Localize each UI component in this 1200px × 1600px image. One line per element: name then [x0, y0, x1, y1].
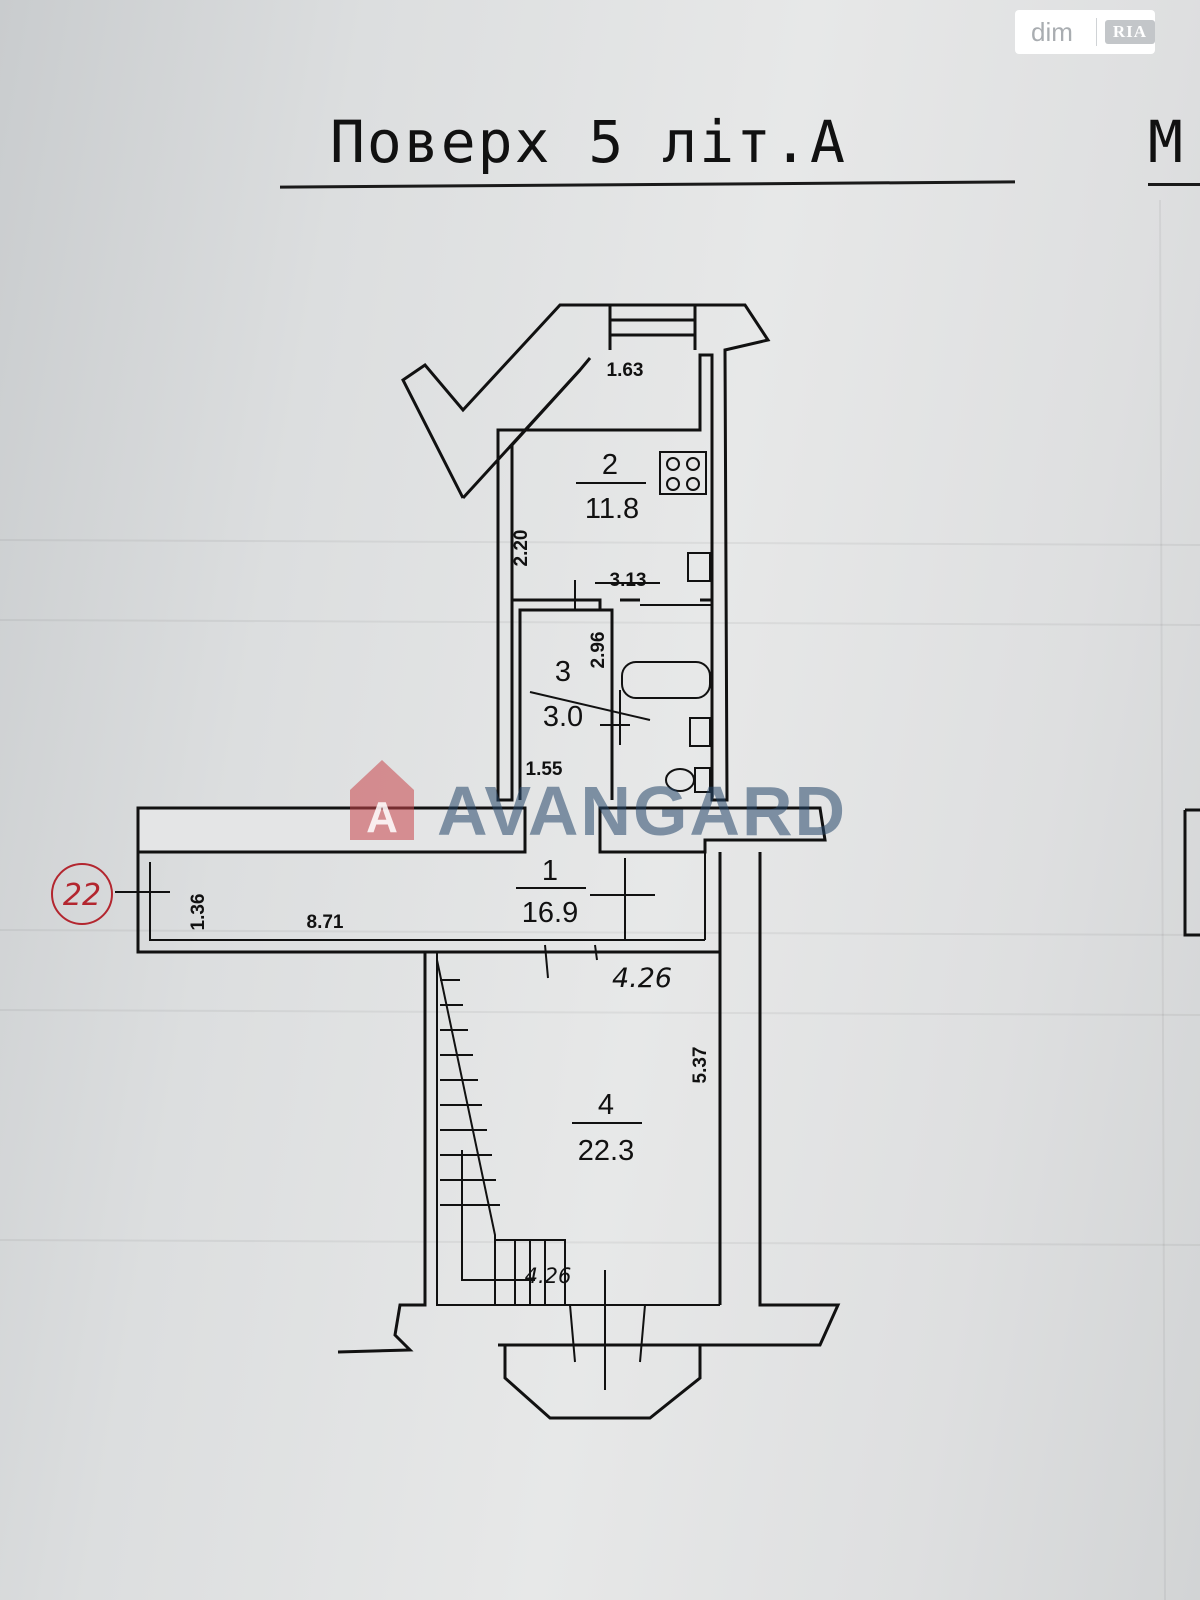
dimension-label: 2.96 — [588, 632, 609, 669]
dimension-label: 3.13 — [610, 570, 647, 591]
badge-brand: RIA — [1104, 20, 1155, 44]
dimension-label: 1.36 — [188, 894, 209, 931]
handwritten-dimension: 4.26 — [612, 963, 672, 994]
watermark-text: AVANGARD — [437, 772, 847, 850]
handwritten-stair-note: 4.26 — [525, 1264, 572, 1288]
page-title-cut: М — [1148, 108, 1183, 176]
dimria-badge: dim RIA — [1015, 10, 1155, 54]
dimension-label: 1.63 — [607, 360, 644, 381]
walls — [115, 303, 841, 1420]
paper-lines — [0, 199, 1200, 1600]
dimension-label: 8.71 — [307, 912, 344, 933]
title-cut-underline — [1148, 183, 1200, 186]
marker-circle — [51, 863, 113, 925]
neighbor-frame — [1183, 808, 1200, 937]
room-2-number: 2 — [602, 449, 618, 481]
dimension-label: 5.37 — [690, 1047, 711, 1084]
dimension-label: 1.55 — [526, 759, 563, 780]
stair-top — [608, 305, 697, 350]
badge-site: dim — [1031, 16, 1073, 47]
room-1-number: 1 — [542, 855, 558, 887]
dimension-label: 2.20 — [511, 530, 532, 567]
room-3-number: 3 — [555, 656, 571, 688]
room-2-area: 11.8 — [585, 493, 639, 525]
badge-divider — [1095, 18, 1097, 46]
room-4-number: 4 — [598, 1089, 614, 1121]
page-title: Поверх 5 літ.А — [330, 108, 847, 176]
room-1-area: 16.9 — [522, 897, 578, 929]
marker-label: 22 — [63, 878, 101, 913]
room-4-area: 22.3 — [578, 1135, 634, 1167]
avangard-watermark: A AVANGARD — [350, 760, 847, 850]
svg-text:A: A — [366, 793, 398, 842]
avangard-logo-icon — [350, 760, 414, 840]
room-3-area: 3.0 — [543, 701, 583, 733]
